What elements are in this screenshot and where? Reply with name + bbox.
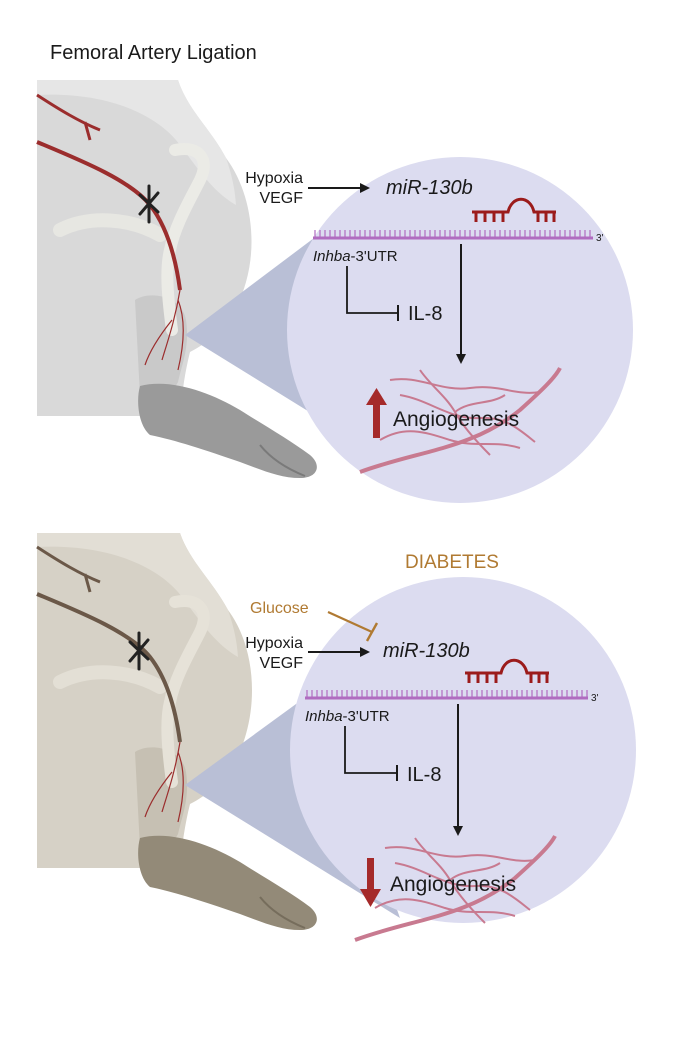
panel-title: Femoral Artery Ligation (50, 42, 257, 64)
mirna-hairpin-icon (472, 197, 556, 222)
inhibition-line (346, 266, 398, 314)
mirna-hairpin-icon (465, 658, 549, 683)
collateral-vessels (144, 289, 184, 371)
blood-vessels-icon (354, 835, 557, 942)
gene-name: Inhba (313, 248, 351, 265)
inhibition-line (344, 726, 397, 774)
mirna-label: miR-130b (386, 177, 473, 199)
pelvis-bone (53, 665, 167, 694)
gene-label: Inhba-3'UTR (305, 708, 390, 725)
femoral-artery (36, 592, 182, 743)
mouse-illustration-top (36, 80, 317, 478)
glucose-inhibition-bar (365, 622, 379, 642)
stimulus-hypoxia: Hypoxia (245, 635, 303, 652)
mouse-paw (138, 835, 317, 930)
mrna-strand (305, 690, 588, 700)
stimulus-hypoxia: Hypoxia (245, 170, 303, 187)
three-prime-label: 3' (591, 693, 599, 704)
ligation-knot-icon (128, 631, 150, 671)
mouse-paw (138, 383, 317, 478)
gene-suffix: -3'UTR (343, 708, 390, 725)
three-prime-label: 3' (596, 233, 604, 244)
femur-bone (161, 143, 210, 336)
zoom-circle (290, 577, 636, 923)
il8-label: IL-8 (408, 303, 442, 325)
paw-toe-lines (259, 896, 306, 929)
gene-label: Inhba-3'UTR (313, 248, 398, 265)
panel-bottom: DIABETES Glucose Hypoxia VEGF miR-130b (36, 533, 636, 942)
gene-name: Inhba (305, 708, 343, 725)
glucose-inhibition-line (327, 610, 373, 634)
stimulus-vegf: VEGF (259, 190, 303, 207)
pelvis-bone (53, 213, 167, 242)
stimulus-vegf: VEGF (259, 655, 303, 672)
il8-label: IL-8 (407, 764, 441, 786)
paw-toe-lines (259, 444, 306, 477)
mrna-strand (313, 230, 593, 240)
collateral-vessels (144, 741, 184, 823)
femur-bone (161, 595, 210, 788)
artery-branch (36, 545, 101, 593)
artery-branch (36, 93, 101, 141)
decrease-arrow-icon (360, 858, 381, 907)
mouse-body-highlight (37, 80, 236, 205)
blood-vessels-icon (359, 367, 562, 474)
panel-top: Femoral Artery Ligation Hypoxi (36, 42, 633, 503)
ligation-knot-icon (138, 184, 160, 224)
gene-suffix: -3'UTR (351, 248, 398, 265)
glucose-label: Glucose (250, 600, 309, 617)
mouse-body-highlight (37, 533, 238, 657)
angiogenesis-label: Angiogenesis (393, 408, 519, 431)
mirna-label: miR-130b (383, 640, 470, 662)
increase-arrow-icon (366, 388, 387, 438)
condition-label: DIABETES (405, 552, 499, 573)
angiogenesis-label: Angiogenesis (390, 873, 516, 896)
